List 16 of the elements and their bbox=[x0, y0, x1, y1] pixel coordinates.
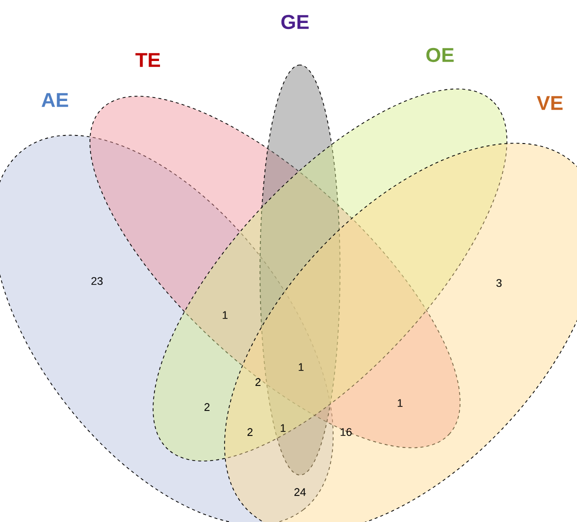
region-count: 3 bbox=[496, 279, 502, 287]
node-label: GE bbox=[281, 14, 309, 30]
node-label: TE bbox=[135, 53, 160, 67]
region-count: 1 bbox=[280, 424, 286, 432]
region-count: 16 bbox=[340, 428, 352, 436]
node-label: VE bbox=[536, 96, 563, 110]
region-count: 2 bbox=[256, 378, 261, 386]
region-count: 24 bbox=[294, 488, 306, 496]
region-count: 2 bbox=[248, 428, 253, 436]
region-count: 1 bbox=[398, 399, 403, 407]
node-label: OE bbox=[426, 48, 454, 62]
region-count: 23 bbox=[91, 277, 103, 285]
region-count: 1 bbox=[298, 363, 304, 371]
region-count: 1 bbox=[222, 311, 228, 319]
node-label: AE bbox=[42, 93, 68, 107]
region-count: 2 bbox=[204, 403, 210, 411]
